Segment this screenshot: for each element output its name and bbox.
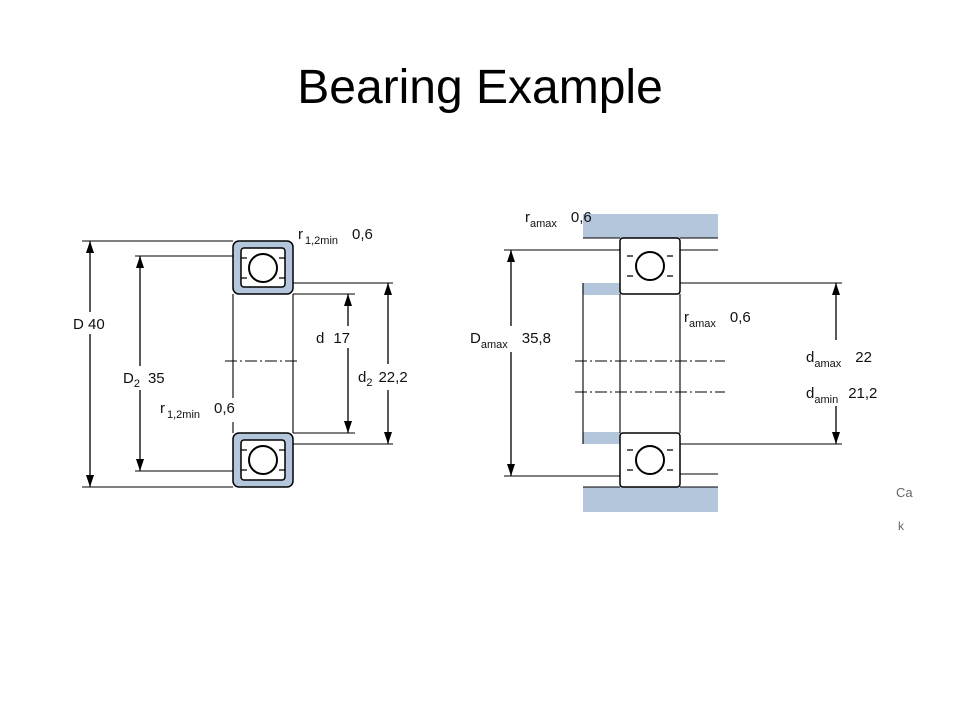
ramax-top-value: 0,6 bbox=[571, 209, 592, 226]
ramax-mid-subscript: amax bbox=[689, 318, 716, 330]
left-bearing-top-section bbox=[232, 240, 294, 295]
r-top-value: 0,6 bbox=[352, 226, 373, 243]
dim-Damax-subscript: amax bbox=[481, 339, 508, 351]
slide-title: Bearing Example bbox=[297, 61, 663, 114]
dim-d2-symbol: d bbox=[358, 369, 366, 386]
r-mid-value: 0,6 bbox=[214, 400, 235, 417]
dim-d2-value: 22,2 bbox=[378, 369, 407, 386]
dim-D-value: 40 bbox=[88, 316, 105, 333]
dim-D2-symbol: D bbox=[123, 370, 134, 387]
dim-Damax-symbol: D bbox=[470, 330, 481, 347]
dimension-Damax: Damax 35,8 bbox=[468, 250, 580, 476]
right-bearing-bottom-section bbox=[619, 432, 681, 488]
r-top-symbol: r bbox=[298, 226, 303, 243]
label-ramax-mid: ramax 0,6 bbox=[682, 306, 778, 332]
ramax-mid-symbol: r bbox=[684, 309, 689, 326]
dimension-d2: d2 22,2 bbox=[356, 283, 418, 444]
clipped-text-2: k bbox=[898, 519, 905, 533]
dim-Damax-value: 35,8 bbox=[522, 330, 551, 347]
damax-value: 22 bbox=[855, 349, 872, 366]
ramax-top-subscript: amax bbox=[530, 218, 557, 230]
r-top-subscript: 1,2min bbox=[305, 235, 338, 247]
damax-symbol: d bbox=[806, 349, 814, 366]
svg-text:d17: d 17 bbox=[316, 330, 350, 347]
damin-symbol: d bbox=[806, 385, 814, 402]
ramax-mid-value: 0,6 bbox=[730, 309, 751, 326]
damax-subscript: amax bbox=[814, 358, 841, 370]
right-bearing-top-section bbox=[619, 237, 681, 295]
clipped-text-1: Ca bbox=[896, 485, 913, 500]
dimension-D2: D2 35 bbox=[122, 256, 182, 471]
r-mid-symbol: r bbox=[160, 400, 165, 417]
dim-d-symbol: d bbox=[316, 330, 324, 347]
dimension-D: D 40 bbox=[72, 241, 108, 487]
dimension-d: d 17 bbox=[312, 294, 362, 433]
damin-value: 21,2 bbox=[848, 385, 877, 402]
dim-d-value: 17 bbox=[333, 330, 350, 347]
dim-d2-subscript: 2 bbox=[366, 377, 372, 389]
label-ramax-top: ramax 0,6 bbox=[525, 209, 592, 230]
dim-D2-value: 35 bbox=[148, 370, 165, 387]
r-mid-subscript: 1,2min bbox=[167, 409, 200, 421]
damin-subscript: amin bbox=[814, 394, 838, 406]
dim-D2-subscript: 2 bbox=[134, 378, 140, 390]
left-bearing-bottom-section bbox=[232, 432, 294, 488]
ramax-top-symbol: r bbox=[525, 209, 530, 226]
svg-text:D 40: D 40 bbox=[73, 316, 105, 333]
dim-D-symbol: D bbox=[73, 316, 84, 333]
